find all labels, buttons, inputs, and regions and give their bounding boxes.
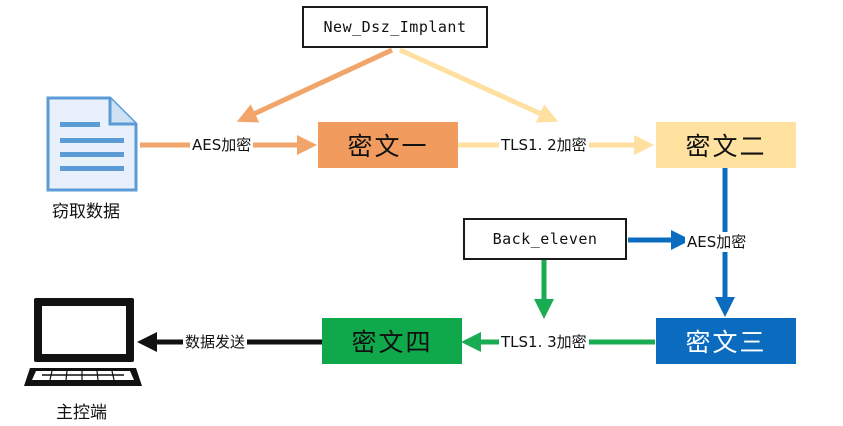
- stolen-data-document: [44, 96, 140, 192]
- implant-to-tls12-arrow: [398, 47, 559, 123]
- controller-computer: [22, 296, 144, 392]
- ciphertext-4-box: 密文四: [322, 318, 462, 364]
- back-eleven-label: Back_eleven: [492, 230, 598, 248]
- new-dsz-implant-label: New_Dsz_Implant: [323, 18, 467, 36]
- computer-monitor-icon: [24, 298, 142, 386]
- ciphertext-3-box: 密文三: [656, 318, 796, 364]
- aes-encrypt-label-2: AES加密: [685, 232, 749, 252]
- ciphertext-2-label: 密文二: [685, 132, 767, 161]
- tls12-encrypt-label: TLS1. 2加密: [499, 135, 589, 155]
- implant-to-aes-arrow: [236, 47, 394, 123]
- ciphertext-1-label: 密文一: [347, 132, 429, 161]
- stolen-data-label: 窃取数据: [52, 202, 120, 222]
- new-dsz-implant-box: New_Dsz_Implant: [302, 6, 488, 48]
- aes-encrypt-label-1: AES加密: [190, 135, 254, 155]
- controller-label: 主控端: [56, 403, 107, 423]
- ciphertext-2-box: 密文二: [656, 122, 796, 168]
- ciphertext-3-label: 密文三: [685, 328, 767, 357]
- data-send-label: 数据发送: [183, 332, 248, 352]
- document-icon: [46, 96, 138, 192]
- ciphertext-1-box: 密文一: [318, 122, 458, 168]
- back-eleven-box: Back_eleven: [463, 218, 627, 260]
- tls13-encrypt-label: TLS1. 3加密: [499, 332, 589, 352]
- ciphertext-4-label: 密文四: [351, 328, 433, 357]
